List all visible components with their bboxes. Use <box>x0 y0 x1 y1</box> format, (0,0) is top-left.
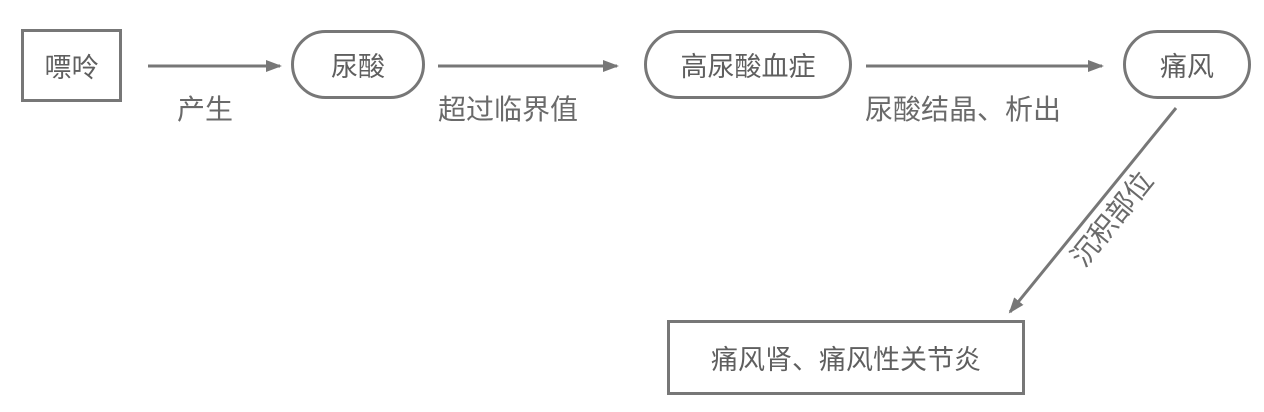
node-uric-acid-label: 尿酸 <box>331 52 385 83</box>
arrow-gout-to-complications <box>1008 107 1178 314</box>
node-uric-acid: 尿酸 <box>291 30 425 99</box>
node-gout-kidney-arthritis: 痛风肾、痛风性关节炎 <box>667 320 1025 395</box>
edge-label-exceed-threshold: 超过临界值 <box>438 93 579 126</box>
node-purine: 嘌呤 <box>21 29 122 102</box>
node-hyperuricemia-label: 高尿酸血症 <box>680 52 816 83</box>
node-purine-label: 嘌呤 <box>44 53 99 84</box>
edge-label-crystallize: 尿酸结晶、析出 <box>865 93 1062 126</box>
node-gout: 痛风 <box>1123 30 1251 99</box>
node-gout-kidney-arthritis-label: 痛风肾、痛风性关节炎 <box>711 345 981 376</box>
node-hyperuricemia: 高尿酸血症 <box>644 30 852 99</box>
node-gout-label: 痛风 <box>1160 52 1214 83</box>
edge-label-produce: 产生 <box>177 93 234 126</box>
